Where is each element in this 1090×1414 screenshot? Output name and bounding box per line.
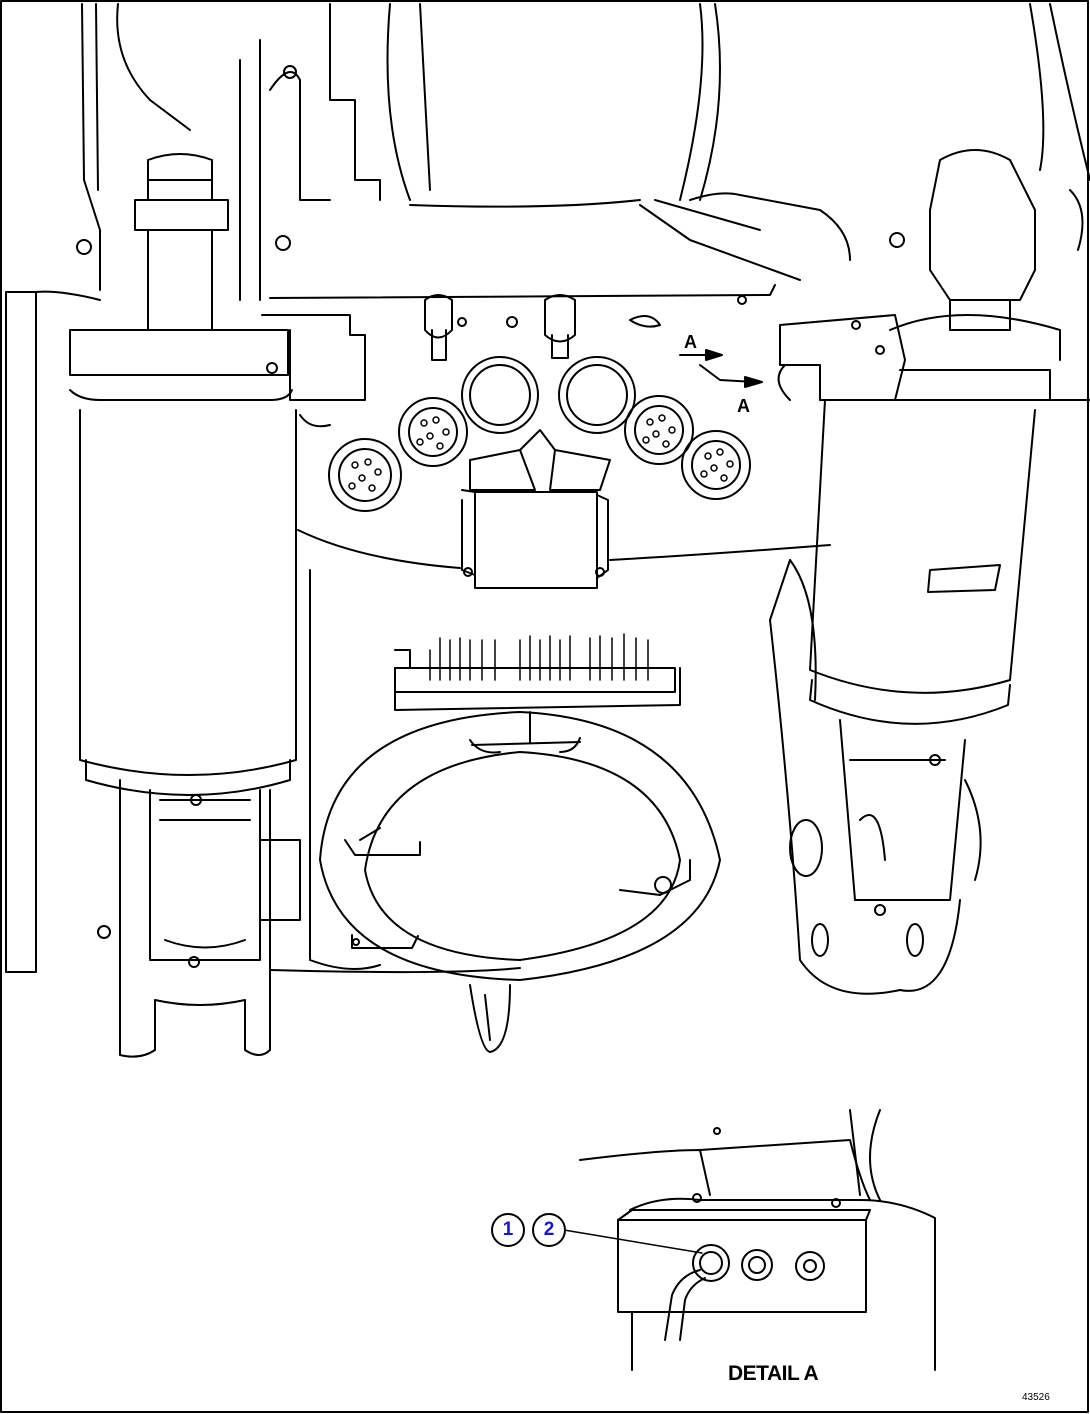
right-suspension-cylinder xyxy=(769,149,1090,995)
detail-a-title: DETAIL A xyxy=(728,1362,819,1385)
callout-2: 2 xyxy=(532,1213,566,1247)
view-marker-a-lower: A xyxy=(737,396,750,416)
view-arrows xyxy=(679,349,763,388)
view-marker-a-upper: A xyxy=(684,332,697,352)
terminal-strip xyxy=(394,633,681,743)
lower-ring xyxy=(319,711,721,1053)
gauges-and-connectors xyxy=(328,294,751,589)
callout-1: 1 xyxy=(491,1213,525,1247)
detail-a-drawing xyxy=(563,1109,936,1371)
figure-number: 43526 xyxy=(1022,1392,1050,1403)
upper-frame xyxy=(76,3,1090,301)
center-frame xyxy=(261,199,831,974)
left-suspension-cylinder xyxy=(5,153,301,1058)
